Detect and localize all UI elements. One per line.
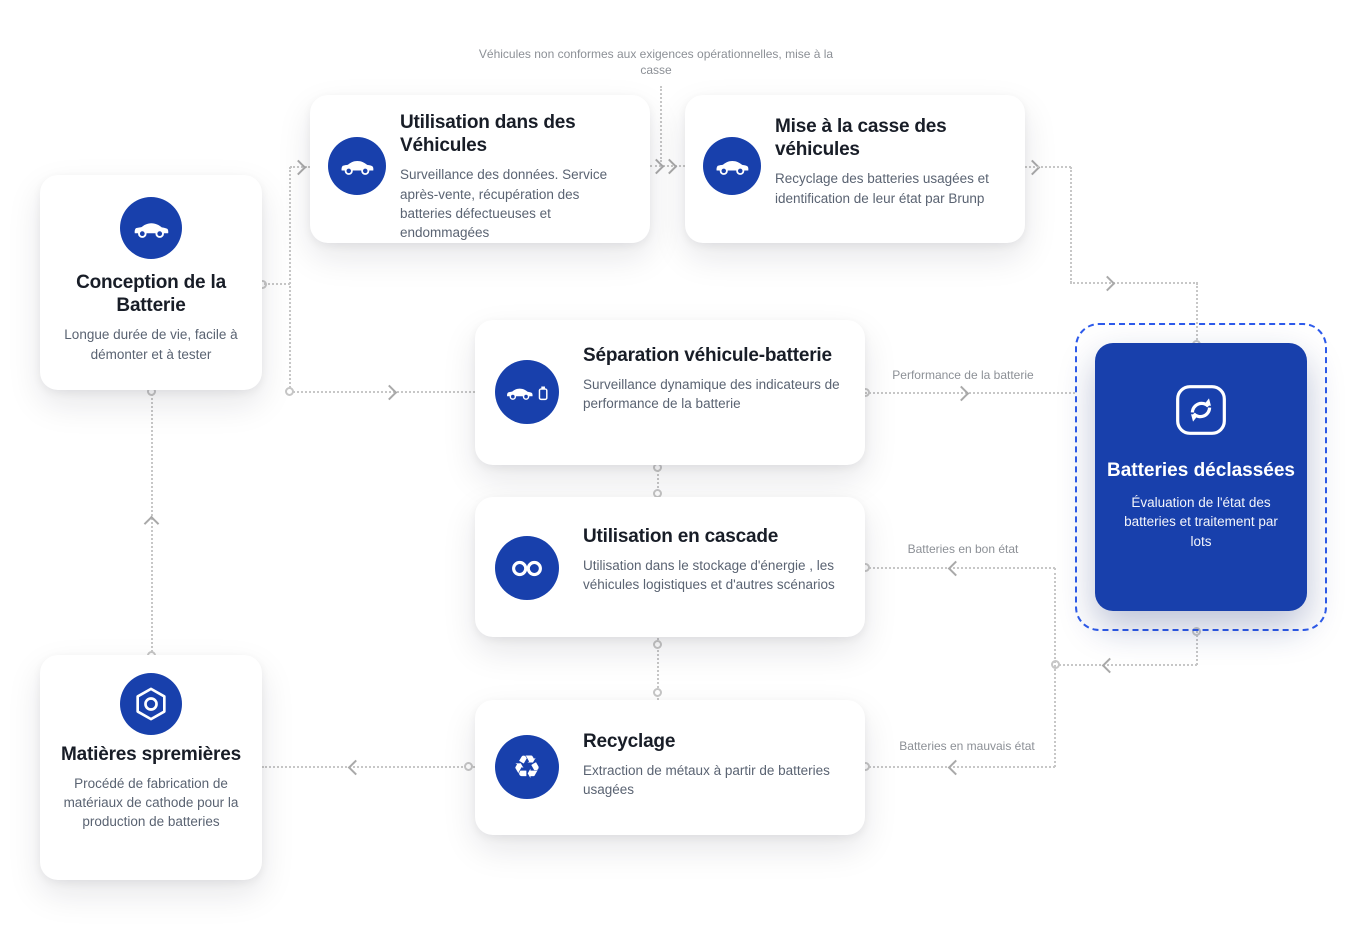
card-body: Surveillance des données. Service après-… — [400, 167, 608, 240]
card-title: Matières spremières — [61, 744, 241, 765]
card-batteries-declassees: Batteries déclassées Évaluation de l'éta… — [1095, 343, 1307, 611]
connector-line — [262, 766, 475, 768]
card-matieres-premieres: Matières spremières Procédé de fabricati… — [40, 655, 262, 880]
card-title: Conception de la Batterie — [76, 272, 226, 317]
card-title: Mise à la casse des véhicules — [775, 116, 947, 161]
arrow-right-icon — [290, 159, 307, 176]
connector-dot — [464, 762, 473, 771]
connector-line — [865, 567, 1055, 569]
car-icon — [120, 197, 182, 259]
arrow-left-icon — [947, 560, 964, 577]
car-icon — [703, 137, 761, 195]
arrow-left-icon — [347, 759, 364, 776]
connector-line — [1025, 166, 1071, 168]
connector-line — [650, 165, 685, 167]
connector-line — [657, 466, 659, 496]
arrow-right-icon — [381, 384, 398, 401]
arrow-left-icon — [947, 759, 964, 776]
recycle-icon: ♻ — [495, 735, 559, 799]
connector-dot — [285, 387, 294, 396]
edge-label-good-condition: Batteries en bon état — [907, 542, 1019, 556]
connector-line — [264, 283, 290, 285]
card-recyclage: ♻ Recyclage Extraction de métaux à parti… — [475, 700, 865, 835]
edge-label-bad-condition: Batteries en mauvais état — [899, 739, 1035, 753]
arrow-right-icon — [1099, 275, 1116, 292]
card-body: Longue durée de vie, facile à démonter e… — [64, 327, 238, 362]
infinity-icon — [495, 536, 559, 600]
card-title: Utilisation dans des Véhicules — [400, 112, 576, 157]
hex-nut-icon — [120, 673, 182, 735]
card-body: Extraction de métaux à partir de batteri… — [583, 763, 830, 798]
card-title: Utilisation en cascade — [583, 526, 779, 547]
connector-line — [1054, 568, 1056, 767]
connector-line — [657, 638, 659, 700]
card-body: Évaluation de l'état des batteries et tr… — [1124, 494, 1278, 549]
connector-line — [1196, 631, 1198, 665]
card-utilisation-vehicules: Utilisation dans des Véhicules Surveilla… — [310, 95, 650, 243]
connector-line — [1070, 167, 1072, 283]
card-title: Batteries déclassées — [1106, 460, 1295, 481]
connector-line — [289, 167, 291, 392]
card-title: Recyclage — [583, 731, 676, 752]
arrow-left-icon — [1101, 657, 1118, 674]
car-battery-icon — [495, 360, 559, 424]
arrow-right-icon — [661, 158, 678, 175]
card-utilisation-en-cascade: Utilisation en cascade Utilisation dans … — [475, 497, 865, 637]
card-body: Utilisation dans le stockage d'énergie ,… — [583, 558, 835, 593]
card-body: Recyclage des batteries usagées et ident… — [775, 171, 989, 206]
connector-line — [1196, 283, 1198, 343]
connector-line — [1070, 282, 1198, 284]
declassees-dashed-frame — [1075, 323, 1327, 631]
connector-line — [1055, 664, 1197, 666]
connector-line — [290, 391, 475, 393]
card-mise-a-la-casse: Mise à la casse des véhicules Recyclage … — [685, 95, 1025, 243]
connector-dot — [653, 640, 662, 649]
car-icon — [328, 137, 386, 195]
connector-line — [290, 166, 310, 168]
connector-dot — [653, 688, 662, 697]
connector-line — [865, 392, 1075, 394]
connector-line — [865, 766, 1055, 768]
connector-line — [660, 86, 662, 162]
card-body: Procédé de fabrication de matériaux de c… — [63, 776, 239, 830]
arrow-right-icon — [953, 385, 970, 402]
card-title: Séparation véhicule-batterie — [583, 345, 832, 366]
card-conception-batterie: Conception de la Batterie Longue durée d… — [40, 175, 262, 390]
card-body: Surveillance dynamique des indicateurs d… — [583, 377, 840, 412]
arrow-up-icon — [143, 515, 160, 532]
edge-label-performance: Performance de la batterie — [892, 368, 1034, 382]
edge-label-scrap: Véhicules non conformes aux exigences op… — [478, 47, 834, 78]
card-separation-vehicule-batterie: Séparation véhicule-batterie Surveillanc… — [475, 320, 865, 465]
connector-line — [151, 391, 153, 655]
battery-recycle-icon — [1172, 381, 1230, 439]
